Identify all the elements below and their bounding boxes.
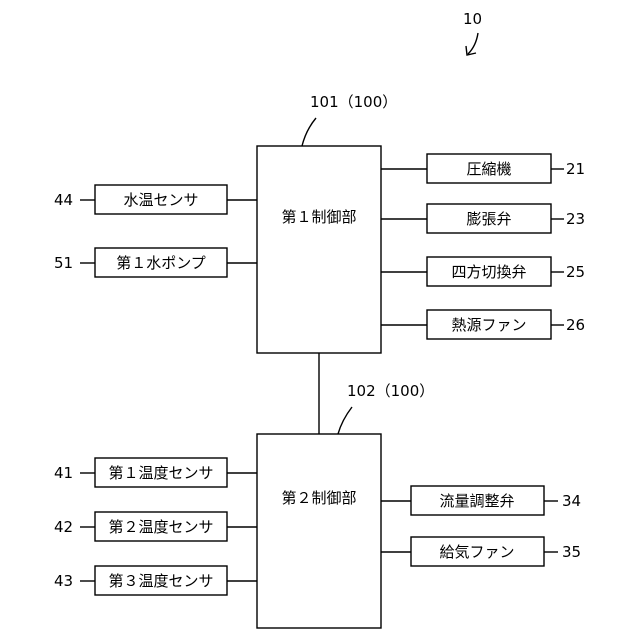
controller1-box bbox=[257, 146, 381, 353]
ref-num-four-way-valve: 25 bbox=[566, 263, 585, 281]
ref-num-water-temp-sensor: 44 bbox=[54, 191, 73, 209]
figure-ref-label: 10 bbox=[463, 10, 482, 28]
controller2-box bbox=[257, 434, 381, 628]
ref-num-compressor: 21 bbox=[566, 160, 585, 178]
output-label-supply-air-fan: 給気ファン bbox=[439, 543, 514, 561]
ref-num-heat-source-fan: 26 bbox=[566, 316, 585, 334]
controller2-ref-label: 102（100） bbox=[347, 382, 434, 400]
controller1-label: 第１制御部 bbox=[281, 208, 356, 226]
controller1-ref-label: 101（100） bbox=[310, 93, 397, 111]
ref-num-expansion-valve: 23 bbox=[566, 210, 585, 228]
ref-num-flow-control-valve: 34 bbox=[562, 492, 581, 510]
figure-ref-arrow bbox=[468, 33, 478, 54]
output-label-four-way-valve: 四方切換弁 bbox=[451, 263, 526, 281]
output-label-flow-control-valve: 流量調整弁 bbox=[439, 492, 514, 510]
ref-num-first-temp-sensor: 41 bbox=[54, 464, 73, 482]
ref-num-supply-air-fan: 35 bbox=[562, 543, 581, 561]
input-label-water-temp-sensor: 水温センサ bbox=[123, 191, 198, 209]
controller2-label: 第２制御部 bbox=[281, 489, 356, 507]
input-label-second-temp-sensor: 第２温度センサ bbox=[108, 518, 213, 536]
controller2-leader-line bbox=[338, 407, 352, 434]
input-label-first-temp-sensor: 第１温度センサ bbox=[108, 464, 213, 482]
input-label-third-temp-sensor: 第３温度センサ bbox=[108, 572, 213, 590]
output-label-compressor: 圧縮機 bbox=[466, 160, 511, 178]
ref-num-second-temp-sensor: 42 bbox=[54, 518, 73, 536]
ref-num-third-temp-sensor: 43 bbox=[54, 572, 73, 590]
ref-num-first-water-pump: 51 bbox=[54, 254, 73, 272]
controller1-leader-line bbox=[302, 118, 316, 146]
output-label-heat-source-fan: 熱源ファン bbox=[451, 316, 526, 334]
output-label-expansion-valve: 膨張弁 bbox=[466, 210, 511, 228]
input-label-first-water-pump: 第１水ポンプ bbox=[116, 254, 206, 272]
